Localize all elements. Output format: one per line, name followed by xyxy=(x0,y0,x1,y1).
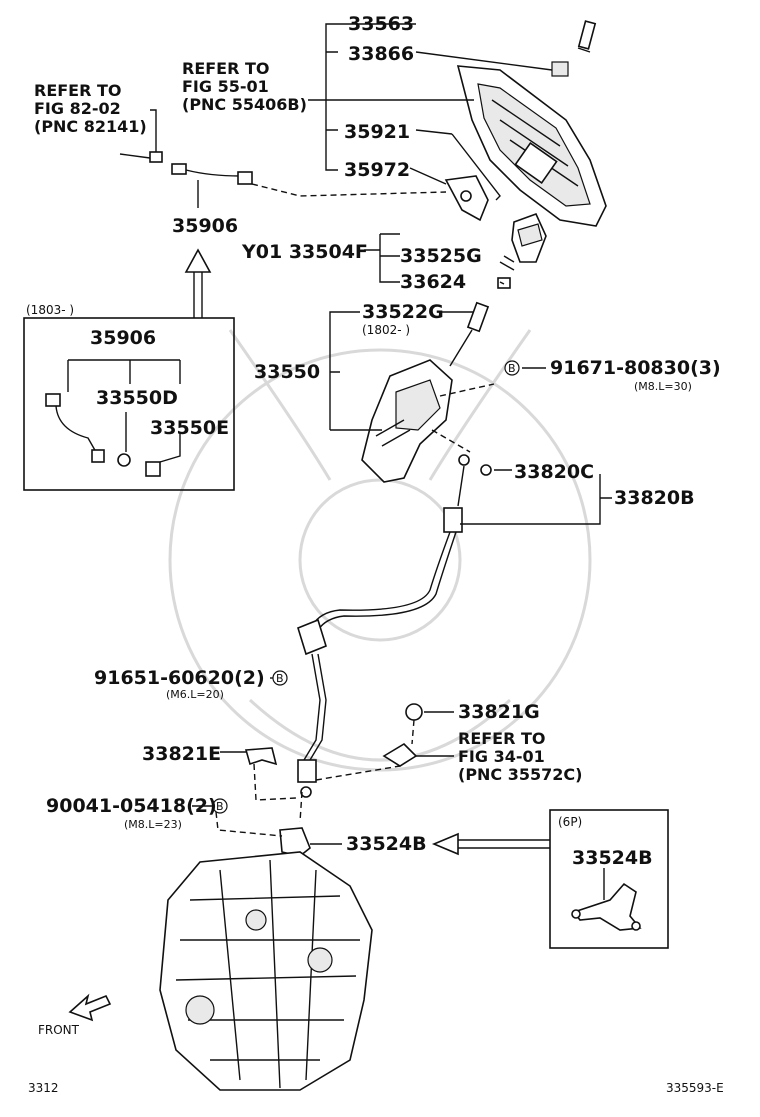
ref-fig55-line1: REFER TO xyxy=(182,59,270,78)
label-33866: 33866 xyxy=(348,43,414,65)
label-33522g-date: (1802- ) xyxy=(362,323,410,337)
ref-fig55-line2: FIG 55-01 xyxy=(182,77,269,96)
label-91671: 91671-80830(3) xyxy=(550,357,721,379)
inset1-date: (1803- ) xyxy=(26,303,74,317)
label-35972: 35972 xyxy=(344,159,410,181)
page-code: 3312 xyxy=(28,1081,59,1095)
inset1-33550e: 33550E xyxy=(150,417,229,439)
transaxle-case xyxy=(159,851,373,1091)
ref-fig34-line3: (PNC 35572C) xyxy=(458,765,582,784)
bolt-marker-91671: B xyxy=(504,360,520,376)
pin-33563 xyxy=(577,20,597,53)
button-33525g xyxy=(499,261,515,271)
label-33563: 33563 xyxy=(348,13,414,35)
ref-fig34-line2: FIG 34-01 xyxy=(458,747,545,766)
illustration-code: 335593-E xyxy=(666,1081,724,1095)
label-91651: 91651-60620(2) xyxy=(94,667,265,689)
svg-text:B: B xyxy=(276,672,284,685)
label-33821e: 33821E xyxy=(142,743,221,765)
bracket-33524b xyxy=(215,763,311,857)
inset2-33524b: 33524B xyxy=(572,847,653,869)
ref-fig82-line3: (PNC 82141) xyxy=(34,117,147,136)
label-35906: 35906 xyxy=(172,215,238,237)
label-33550: 33550 xyxy=(254,361,320,383)
clip-33821e xyxy=(244,747,278,766)
front-label: FRONT xyxy=(38,1023,80,1037)
label-33820c: 33820C xyxy=(514,461,594,483)
label-35921: 35921 xyxy=(344,121,410,143)
inset1-33550d: 33550D xyxy=(96,387,178,409)
bolt-marker-90041: B xyxy=(212,798,228,814)
label-33524b: 33524B xyxy=(346,833,427,855)
front-arrow-icon xyxy=(68,993,112,1022)
label-33624: 33624 xyxy=(400,271,466,293)
inset-box-1803 xyxy=(23,317,235,491)
shift-knob-33504f xyxy=(511,212,547,263)
nut-33821g xyxy=(405,703,423,721)
svg-text:B: B xyxy=(508,362,516,375)
ref-fig55-line3: (PNC 55406B) xyxy=(182,95,307,114)
shift-lever-assy-33550 xyxy=(361,301,495,483)
label-33522g: 33522G xyxy=(362,301,444,323)
shift-housing-35921 xyxy=(456,65,607,227)
svg-text:B: B xyxy=(216,800,224,813)
ref-fig82-line2: FIG 82-02 xyxy=(34,99,121,118)
ref-fig82-line1: REFER TO xyxy=(34,81,122,100)
label-33504f: Y01 33504F xyxy=(241,241,368,263)
leader-lines xyxy=(150,23,612,845)
left-arrow-icon xyxy=(431,832,550,856)
label-90041: 90041-05418(2) xyxy=(46,795,217,817)
spring-33624 xyxy=(497,277,511,289)
label-90041-spec: (M8.L=23) xyxy=(124,818,182,831)
inset2-note: (6P) xyxy=(558,815,582,829)
ref-fig34-line1: REFER TO xyxy=(458,729,546,748)
label-91671-spec: (M8.L=30) xyxy=(634,380,692,393)
bolt-marker-91651: B xyxy=(272,670,288,686)
label-33820b: 33820B xyxy=(614,487,695,509)
inset1-35906: 35906 xyxy=(90,327,156,349)
strip-35921 xyxy=(451,133,501,201)
label-33525g: 33525G xyxy=(400,245,482,267)
label-33821g: 33821G xyxy=(458,701,540,723)
inset-box-6p xyxy=(549,809,669,949)
shift-cable-33820b xyxy=(297,454,492,798)
up-arrow-icon xyxy=(184,248,212,318)
nut-33866 xyxy=(551,61,569,77)
bracket-35972 xyxy=(444,175,489,222)
label-91651-spec: (M6.L=20) xyxy=(166,688,224,701)
